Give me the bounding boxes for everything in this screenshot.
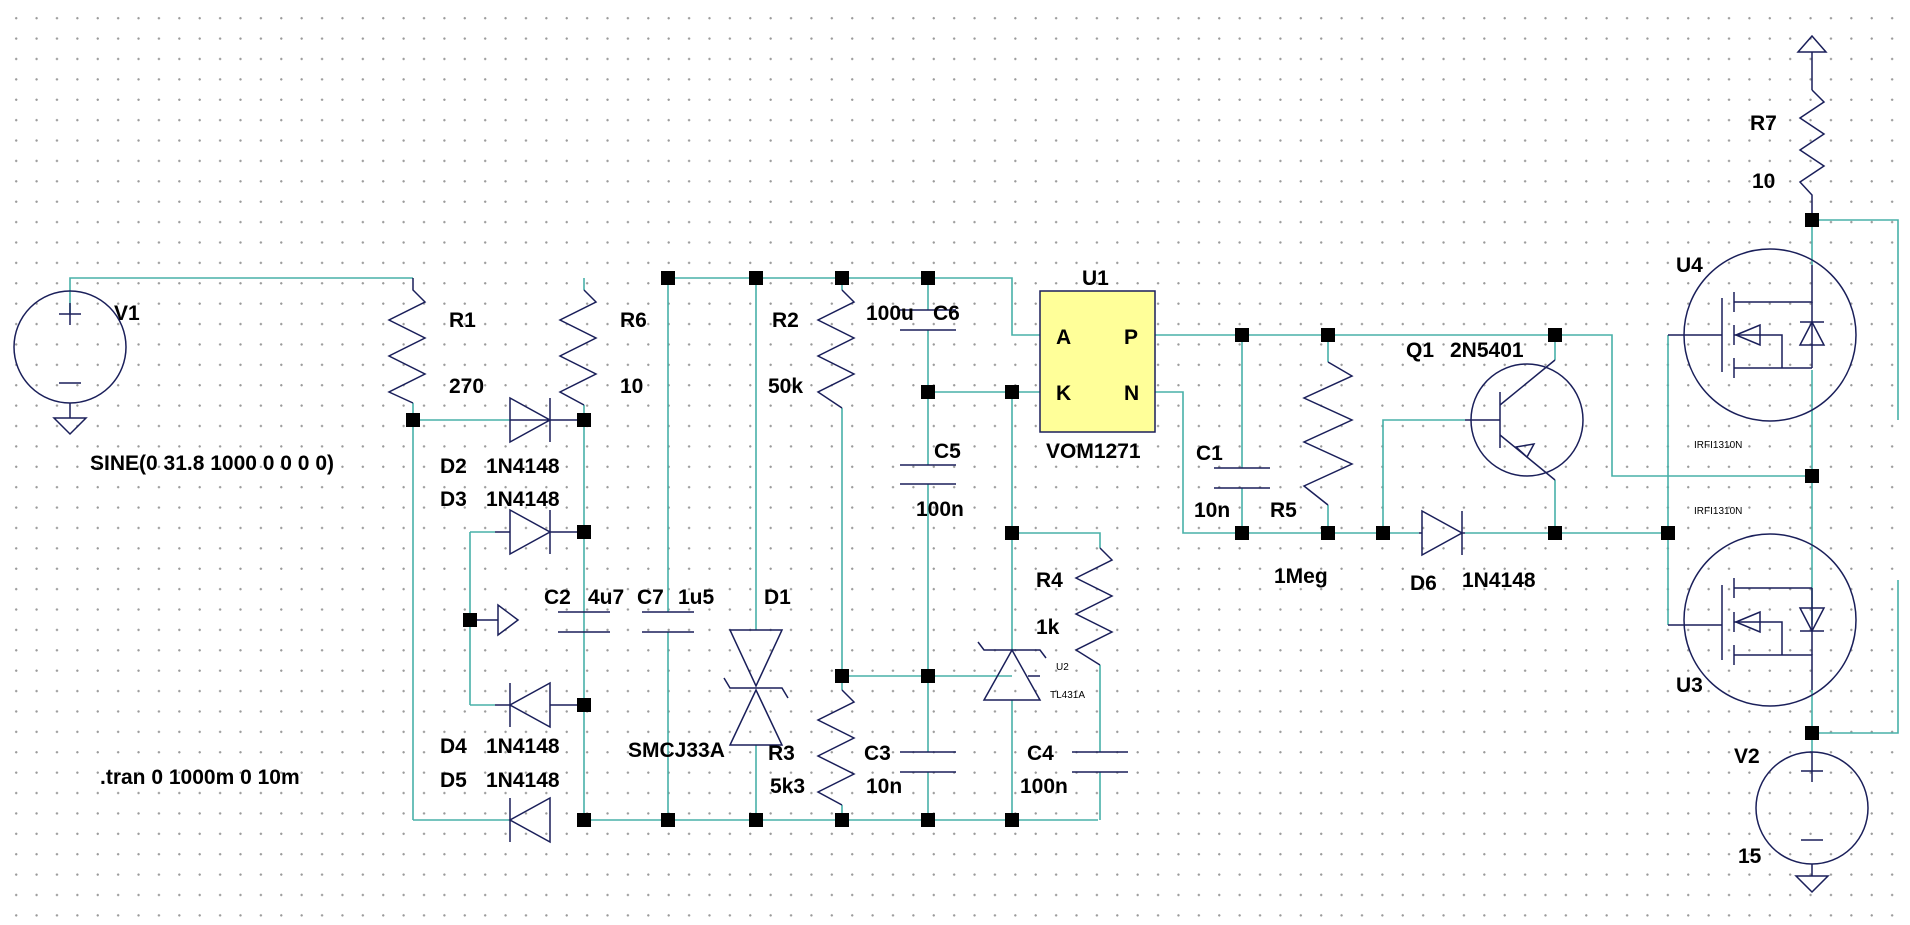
ground-flag-icon: [470, 603, 520, 637]
r3-value: 5k3: [770, 775, 805, 798]
capacitor-c1[interactable]: C1 10n: [1194, 442, 1270, 522]
diode-d6[interactable]: D6 1N4148: [1410, 509, 1536, 595]
resistor-r3[interactable]: R3 5k3: [768, 689, 856, 806]
junction-dots: [406, 213, 1819, 827]
u1-pin-k: K: [1056, 382, 1071, 405]
resistor-r2[interactable]: R2 50k: [768, 289, 856, 409]
diode-d5[interactable]: D5 1N4148: [440, 769, 560, 844]
c6-name: C6: [933, 302, 960, 325]
tvs-diode-d1[interactable]: D1 SMCJ33A: [628, 586, 791, 762]
d6-value: 1N4148: [1462, 569, 1536, 592]
q1-value: 2N5401: [1450, 339, 1524, 362]
c6-value: 100u: [866, 302, 914, 325]
c5-value: 100n: [916, 498, 964, 521]
mosfet-u4[interactable]: U4 IRFI1310N: [1668, 248, 1857, 451]
c4-name: C4: [1027, 742, 1054, 765]
r6-value: 10: [620, 375, 643, 398]
c4-value: 100n: [1020, 775, 1068, 798]
d5-value: 1N4148: [486, 769, 560, 792]
diode-d2[interactable]: D2 1N4148: [440, 396, 584, 478]
r1-name: R1: [449, 309, 476, 332]
capacitor-c6[interactable]: C6 100u: [866, 302, 960, 331]
r7-value: 10: [1752, 170, 1775, 193]
shunt-regulator-u2[interactable]: U2 TL431A: [977, 641, 1085, 701]
c3-name: C3: [864, 742, 891, 765]
diode-d4[interactable]: D4 1N4148: [440, 681, 584, 758]
u1-pin-p: P: [1124, 326, 1138, 349]
c3-value: 10n: [866, 775, 902, 798]
resistor-r6[interactable]: R6 10: [558, 289, 647, 406]
wires: [69, 219, 1899, 821]
transistor-q1[interactable]: Q1 2N5401: [1406, 339, 1584, 481]
u1-name: U1: [1082, 267, 1109, 290]
d6-name: D6: [1410, 572, 1437, 595]
r5-name: R5: [1270, 499, 1297, 522]
c2-value: 4u7: [588, 586, 624, 609]
capacitor-c5[interactable]: C5 100n: [900, 440, 964, 521]
d3-value: 1N4148: [486, 488, 560, 511]
diode-d3[interactable]: D3 1N4148: [440, 488, 584, 556]
r7-name: R7: [1750, 112, 1777, 135]
r6-name: R6: [620, 309, 647, 332]
v1-name: V1: [114, 302, 140, 325]
u1-value: VOM1271: [1046, 440, 1141, 463]
c7-value: 1u5: [678, 586, 715, 609]
u1-pin-a: A: [1056, 326, 1071, 349]
u4-value: IRFI1310N: [1694, 440, 1742, 451]
capacitor-c4[interactable]: C4 100n: [1020, 742, 1128, 798]
d1-name: D1: [764, 586, 791, 609]
u1-pin-n: N: [1124, 382, 1139, 405]
q1-name: Q1: [1406, 339, 1434, 362]
u2-value: TL431A: [1050, 690, 1085, 701]
u2-name: U2: [1056, 662, 1069, 673]
resistor-r4[interactable]: R4 1k: [1036, 547, 1114, 666]
c5-name: C5: [934, 440, 961, 463]
d1-value: SMCJ33A: [628, 739, 725, 762]
optocoupler-u1[interactable]: U1 A K P N VOM1271: [1039, 267, 1156, 463]
capacitor-c2[interactable]: C2 4u7: [544, 586, 624, 633]
resistor-r1[interactable]: R1 270: [387, 278, 484, 404]
d2-name: D2: [440, 455, 467, 478]
spice-directive[interactable]: .tran 0 1000m 0 10m: [100, 766, 300, 789]
capacitor-c7[interactable]: C7 1u5: [637, 586, 715, 633]
resistor-r7[interactable]: R7 10: [1750, 34, 1828, 220]
c2-name: C2: [544, 586, 571, 609]
d2-value: 1N4148: [486, 455, 560, 478]
voltage-source-v2[interactable]: V2 15: [1734, 745, 1869, 894]
r4-value: 1k: [1036, 616, 1060, 639]
c1-name: C1: [1196, 442, 1223, 465]
c1-value: 10n: [1194, 499, 1230, 522]
r1-value: 270: [449, 375, 484, 398]
voltage-source-v1[interactable]: V1 SINE(0 31.8 1000 0 0 0 0): [13, 290, 334, 475]
r2-name: R2: [772, 309, 799, 332]
u4-name: U4: [1676, 254, 1703, 277]
d3-name: D3: [440, 488, 467, 511]
d4-value: 1N4148: [486, 735, 560, 758]
capacitor-c3[interactable]: C3 10n: [864, 742, 956, 798]
d5-name: D5: [440, 769, 467, 792]
v2-name: V2: [1734, 745, 1760, 768]
u3-name: U3: [1676, 674, 1703, 697]
r3-name: R3: [768, 742, 795, 765]
r2-value: 50k: [768, 375, 803, 398]
r4-name: R4: [1036, 569, 1063, 592]
u3-value: IRFI1310N: [1694, 506, 1742, 517]
v1-value: SINE(0 31.8 1000 0 0 0 0): [90, 452, 334, 475]
mosfet-u3[interactable]: IRFI1310N U3: [1668, 506, 1857, 707]
v2-value: 15: [1738, 845, 1762, 868]
d4-name: D4: [440, 735, 467, 758]
r5-value: 1Meg: [1274, 565, 1328, 588]
c7-name: C7: [637, 586, 664, 609]
resistor-r5[interactable]: R5 1Meg: [1270, 361, 1354, 588]
